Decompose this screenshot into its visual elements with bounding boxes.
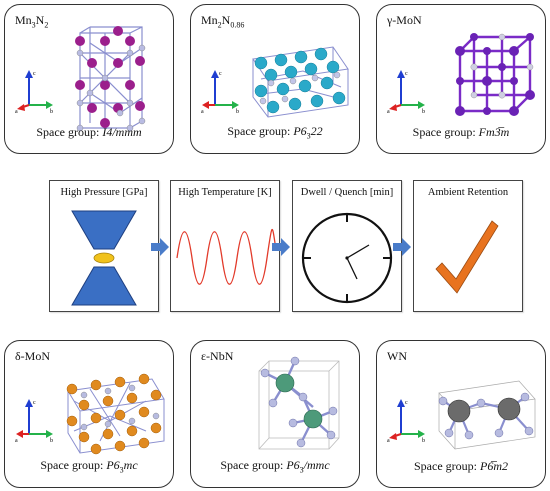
flow-arrow-3 — [393, 238, 411, 256]
sine-wave-icon — [176, 229, 276, 285]
svg-text:c: c — [219, 71, 222, 77]
space-group-wn: Space group: P6̅m2 — [414, 459, 508, 473]
svg-text:b: b — [50, 438, 53, 442]
crystal-mn2n086 — [252, 46, 349, 118]
formula-mn3n2: Mn3N2 — [15, 13, 49, 30]
crystal-epsilon-nbn — [258, 356, 340, 450]
space-group-gamma-mon: Space group: Fm3̅m — [412, 125, 510, 139]
svg-text:b: b — [50, 109, 53, 113]
svg-text:b: b — [422, 109, 425, 113]
anvil-icon — [71, 210, 137, 306]
formula-wn: WN — [387, 349, 407, 363]
axes-gamma-mon: c b a — [387, 70, 425, 113]
panel-delta-mon: δ-MoN c b a Space group: P63mc — [4, 340, 174, 488]
svg-text:a: a — [387, 109, 390, 113]
svg-text:c: c — [405, 400, 408, 406]
step-title: High Temperature [K] — [178, 187, 272, 198]
panel-gamma-mon: γ-MoN c b a Space group: Fm3̅m — [376, 4, 546, 154]
crystal-gamma-mon — [455, 33, 535, 116]
panel-wn: WN c b a Space group: P6̅m2 — [376, 340, 546, 488]
crystal-delta-mon — [66, 373, 165, 455]
svg-text:b: b — [236, 109, 239, 113]
axes-mn3n2: c b a — [15, 70, 53, 113]
flow-arrow-2 — [272, 238, 290, 256]
step-dwell-quench: Dwell / Quench [min] — [292, 180, 402, 312]
step-title: High Pressure [GPa] — [60, 187, 148, 198]
space-group-delta-mon: Space group: P63mc — [40, 457, 138, 474]
panel-mn3n2: Mn3N2 c b a Space group: I4/mmm — [4, 4, 174, 154]
svg-text:b: b — [422, 438, 425, 442]
panel-mn2n086: Mn2N0.86 c b a Space group: P6322 — [190, 4, 360, 154]
crystal-mn3n2 — [75, 26, 146, 132]
svg-text:c: c — [33, 400, 36, 406]
svg-text:a: a — [201, 109, 204, 113]
svg-text:c: c — [405, 71, 408, 77]
space-group-mn3n2: Space group: I4/mmm — [36, 125, 142, 139]
crystal-wn — [438, 380, 536, 450]
formula-mn2n086: Mn2N0.86 — [201, 13, 245, 30]
step-high-temperature: High Temperature [K] — [170, 180, 280, 312]
axes-wn: c b a — [387, 399, 425, 442]
svg-text:a: a — [15, 438, 18, 442]
formula-gamma-mon: γ-MoN — [387, 13, 422, 27]
step-ambient-retention: Ambient Retention — [413, 180, 523, 312]
svg-text:a: a — [15, 109, 18, 113]
formula-delta-mon: δ-MoN — [15, 349, 50, 363]
space-group-mn2n086: Space group: P6322 — [227, 123, 323, 140]
step-title: Dwell / Quench [min] — [300, 187, 394, 198]
checkmark-icon — [435, 220, 499, 294]
step-title: Ambient Retention — [427, 187, 509, 198]
space-group-epsilon-nbn: Space group: P63/mmc — [220, 457, 330, 474]
svg-text:c: c — [33, 71, 36, 77]
flow-arrow-1 — [151, 238, 169, 256]
axes-mn2n086: c b a — [201, 70, 239, 113]
step-high-pressure: High Pressure [GPa] — [49, 180, 159, 312]
axes-delta-mon: c b a — [15, 399, 53, 442]
svg-text:a: a — [387, 438, 390, 442]
panel-epsilon-nbn: ε-NbN Space group: P63/mmc — [190, 340, 360, 488]
formula-epsilon-nbn: ε-NbN — [201, 349, 234, 363]
clock-icon — [301, 212, 393, 304]
